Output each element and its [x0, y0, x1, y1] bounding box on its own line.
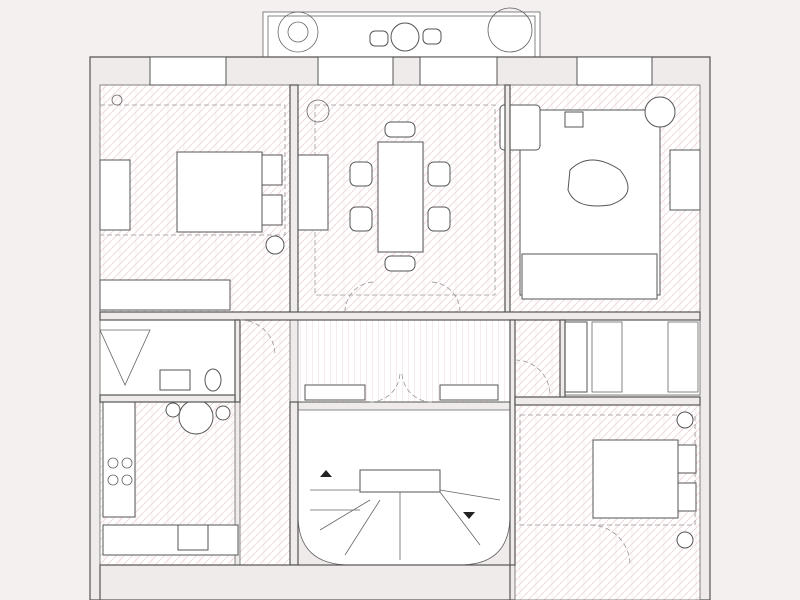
armchair	[644, 96, 676, 128]
plant-icon	[487, 7, 533, 53]
sink	[159, 369, 191, 391]
burner	[107, 474, 119, 486]
sideboard	[297, 154, 329, 231]
coffee-table	[567, 159, 629, 207]
wardrobe	[99, 279, 231, 311]
doors	[239, 281, 631, 566]
burner	[121, 474, 133, 486]
bathroom-fixtures	[99, 329, 222, 392]
toilet	[204, 368, 222, 392]
door-swing	[239, 319, 276, 356]
arrow-up-icon	[320, 470, 332, 477]
armchair	[99, 159, 131, 231]
sofa	[521, 253, 658, 300]
door-swing	[344, 281, 461, 313]
chair	[422, 28, 442, 45]
counter	[102, 524, 239, 556]
burner	[107, 457, 119, 469]
interior-walls	[99, 84, 701, 600]
staircase	[310, 469, 501, 560]
fireplace	[669, 149, 701, 211]
balcony	[262, 7, 541, 58]
lamp-icon	[111, 94, 123, 106]
bedroom-1-furniture	[99, 94, 286, 311]
bed	[592, 439, 679, 519]
round-table	[178, 399, 214, 435]
counter	[102, 401, 136, 518]
plant-icon	[277, 11, 319, 53]
room-corridor-right	[514, 319, 561, 401]
chair	[427, 206, 451, 232]
chair	[384, 121, 416, 138]
closet-fixtures	[564, 321, 699, 393]
sink	[177, 524, 209, 551]
chair	[349, 161, 373, 187]
chair	[369, 30, 389, 47]
chair	[349, 206, 373, 232]
door-swing	[369, 371, 433, 403]
dining-furniture	[297, 99, 496, 296]
chair	[384, 255, 416, 272]
door-swing	[514, 359, 551, 396]
burner	[121, 457, 133, 469]
plant-icon	[306, 99, 330, 123]
shower	[99, 329, 151, 386]
bench	[439, 384, 499, 401]
bedroom-2-furniture	[519, 411, 697, 549]
room-corridor-left	[239, 319, 291, 566]
bench	[304, 384, 366, 401]
kitchen-fixtures	[102, 399, 239, 556]
bed	[176, 151, 263, 233]
bistro-table	[390, 22, 420, 52]
arrow-down-icon	[463, 512, 475, 519]
dining-table	[377, 141, 424, 253]
corridor-furniture	[298, 384, 510, 403]
chair	[427, 161, 451, 187]
